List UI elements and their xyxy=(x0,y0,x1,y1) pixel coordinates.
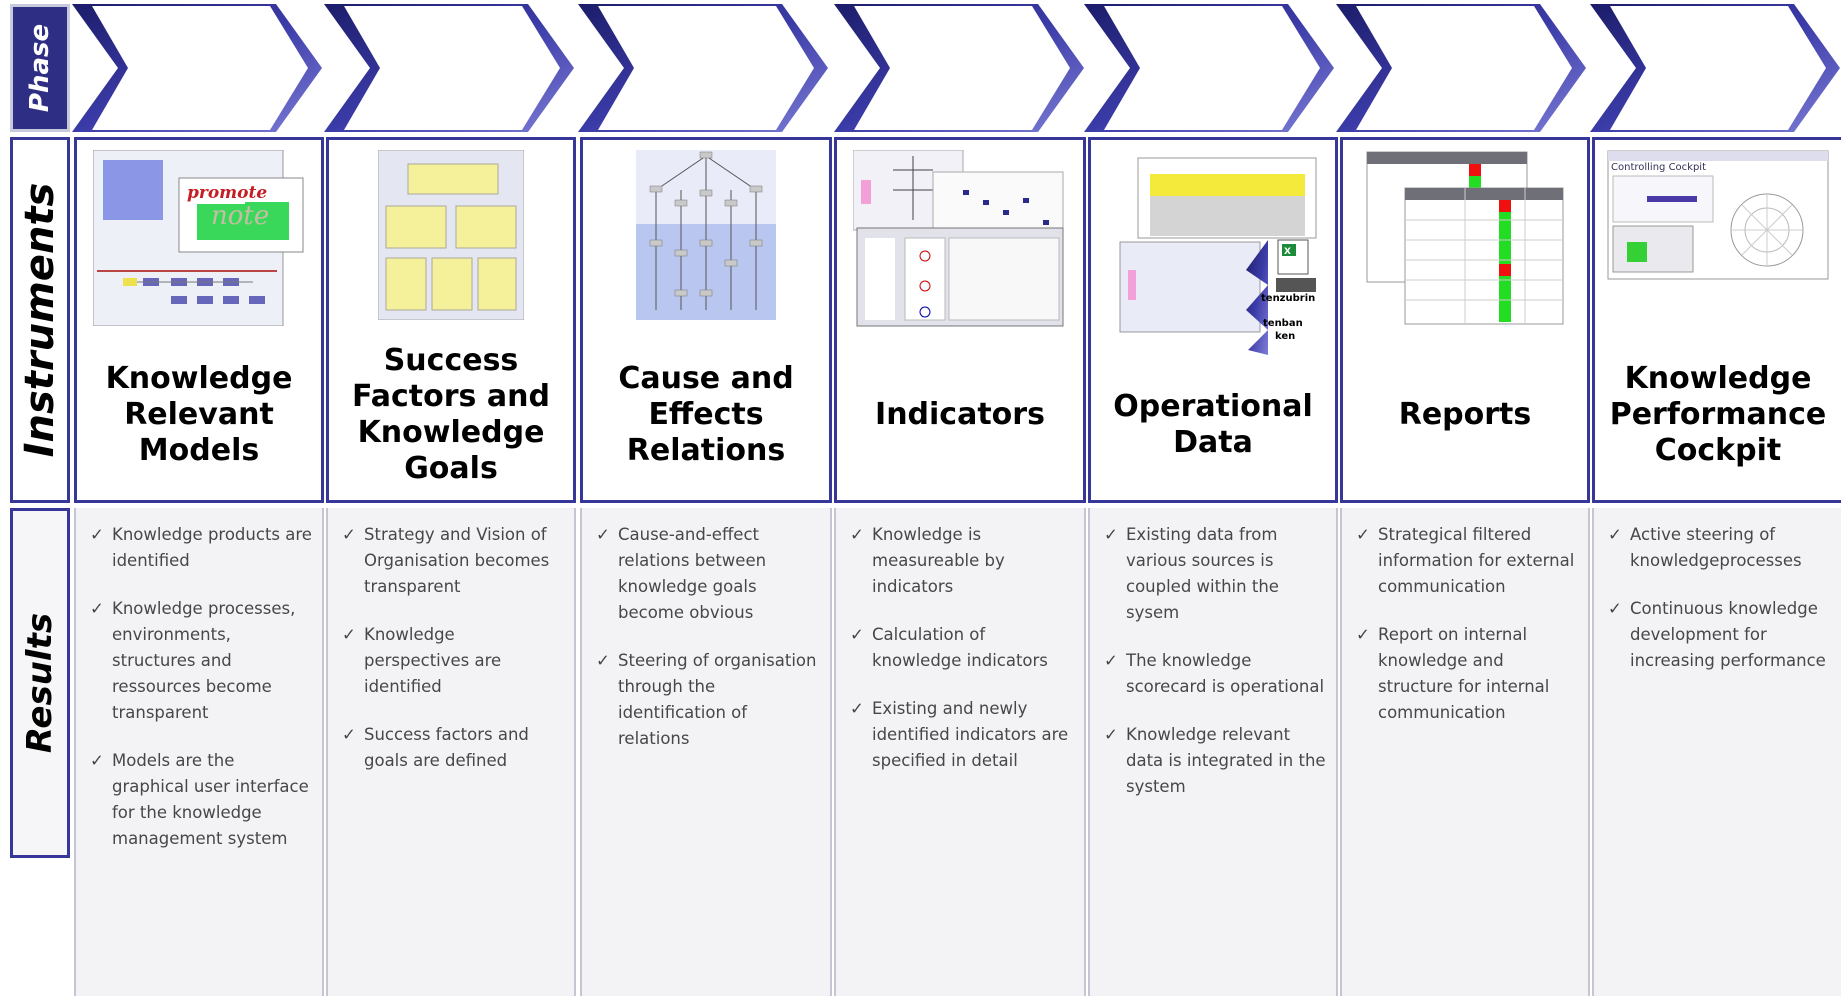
column-knowledge-relevant-models: promote note Knowledge Relevant Models xyxy=(74,137,324,996)
report-table-screenshot xyxy=(1365,150,1565,326)
column-operational-data: X tenzubrin tenban ken Operational Data … xyxy=(1088,137,1338,996)
cause-effect-tree-screenshot xyxy=(636,150,776,320)
phase-row-label: Phase xyxy=(10,4,70,132)
column-indicators: Indicators Knowledge is measureable by i… xyxy=(834,137,1086,996)
result-item: Active steering of knowledgeprocesses xyxy=(1608,522,1831,574)
phase-chevron-face xyxy=(1610,6,1826,130)
operational-data-screenshot: X xyxy=(1118,150,1318,360)
instruments-label: Instruments xyxy=(17,182,63,458)
result-item: Cause-and-effect relations between knowl… xyxy=(596,522,820,626)
column-success-factors: Success Factors and Knowledge Goals Stra… xyxy=(326,137,576,996)
result-item: Knowledge relevant data is integrated in… xyxy=(1104,722,1326,800)
phase-chevrons xyxy=(72,4,1840,132)
instrument-title: Success Factors and Knowledge Goals xyxy=(352,343,550,486)
instrument-card: Success Factors and Knowledge Goals xyxy=(326,137,576,503)
results-panel: Existing data from various sources is co… xyxy=(1088,508,1338,996)
instrument-card: X tenzubrin tenban ken Operational Data xyxy=(1088,137,1338,503)
results-row-label: Results xyxy=(10,508,70,858)
result-item: Existing and newly identified indicators… xyxy=(850,696,1074,774)
results-panel: Cause-and-effect relations between knowl… xyxy=(580,508,832,996)
results-label: Results xyxy=(20,612,60,754)
process-model-screenshot: promote note xyxy=(92,149,305,327)
phase-chevron-band xyxy=(72,4,1841,132)
instrument-card: promote note Knowledge Relevant Models xyxy=(74,137,324,503)
result-item: Existing data from various sources is co… xyxy=(1104,522,1326,626)
instrument-title: Knowledge Performance Cockpit xyxy=(1609,361,1827,468)
column-cause-effects: Cause and Effects Relations Cause-and-ef… xyxy=(580,137,832,996)
result-item: Steering of organisation through the ide… xyxy=(596,648,820,752)
indicator-screenshot xyxy=(852,149,1067,328)
goal-model-screenshot xyxy=(377,149,525,321)
instrument-title: Indicators xyxy=(875,397,1045,432)
overlay-line-3: ken xyxy=(1275,331,1296,342)
knowledge-scorecard-diagram: Phase Instruments Results xyxy=(0,0,1841,859)
phase-chevron-face xyxy=(598,6,814,130)
instrument-card: Indicators xyxy=(834,137,1086,503)
result-item: Strategical filtered information for ext… xyxy=(1356,522,1578,600)
phase-chevron-face xyxy=(1356,6,1572,130)
result-item: The knowledge scorecard is operational xyxy=(1104,648,1326,700)
phase-chevron-face xyxy=(344,6,560,130)
phase-chevron-face xyxy=(1104,6,1320,130)
instrument-title: Knowledge Relevant Models xyxy=(105,361,293,468)
svg-text:note: note xyxy=(211,201,269,231)
instrument-title: Operational Data xyxy=(1113,389,1313,460)
results-panel: Active steering of knowledgeprocesses Co… xyxy=(1592,508,1841,996)
result-item: Success factors and goals are defined xyxy=(342,722,564,774)
result-item: Calculation of knowledge indicators xyxy=(850,622,1074,674)
results-panel: Strategy and Vision of Organisation beco… xyxy=(326,508,576,996)
result-item: Continuous knowledge development for inc… xyxy=(1608,596,1831,674)
phase-chevron-face xyxy=(854,6,1070,130)
result-item: Knowledge is measureable by indicators xyxy=(850,522,1074,600)
result-item: Knowledge processes, environments, struc… xyxy=(90,596,312,726)
column-reports: Reports Strategical filtered information… xyxy=(1340,137,1590,996)
result-item: Strategy and Vision of Organisation beco… xyxy=(342,522,564,600)
instrument-title: Reports xyxy=(1398,397,1532,432)
result-item: Knowledge products are identified xyxy=(90,522,312,574)
result-item: Models are the graphical user interface … xyxy=(90,748,312,852)
column-performance-cockpit: Controlling Cockpit Knowledge Performanc… xyxy=(1592,137,1841,996)
overlay-line-2: tenban xyxy=(1263,318,1303,329)
phase-label: Phase xyxy=(25,23,55,113)
cockpit-screenshot: Controlling Cockpit xyxy=(1607,150,1829,280)
instruments-row-label: Instruments xyxy=(10,137,70,503)
result-item: Knowledge perspectives are identified xyxy=(342,622,564,700)
results-panel: Knowledge products are identified Knowle… xyxy=(74,508,324,996)
promote-logo: promote xyxy=(187,183,267,203)
overlay-line-1: tenzubrin xyxy=(1261,293,1316,304)
instrument-title: Cause and Effects Relations xyxy=(618,361,794,468)
results-panel: Strategical filtered information for ext… xyxy=(1340,508,1590,996)
instrument-card: Cause and Effects Relations xyxy=(580,137,832,503)
cockpit-caption: Controlling Cockpit xyxy=(1611,162,1706,173)
instrument-card: Reports xyxy=(1340,137,1590,503)
instrument-card: Controlling Cockpit Knowledge Performanc… xyxy=(1592,137,1841,503)
result-item: Report on internal knowledge and structu… xyxy=(1356,622,1578,726)
svg-text:X: X xyxy=(1284,247,1291,257)
phase-chevron-face xyxy=(92,6,308,130)
results-panel: Knowledge is measureable by indicators C… xyxy=(834,508,1086,996)
